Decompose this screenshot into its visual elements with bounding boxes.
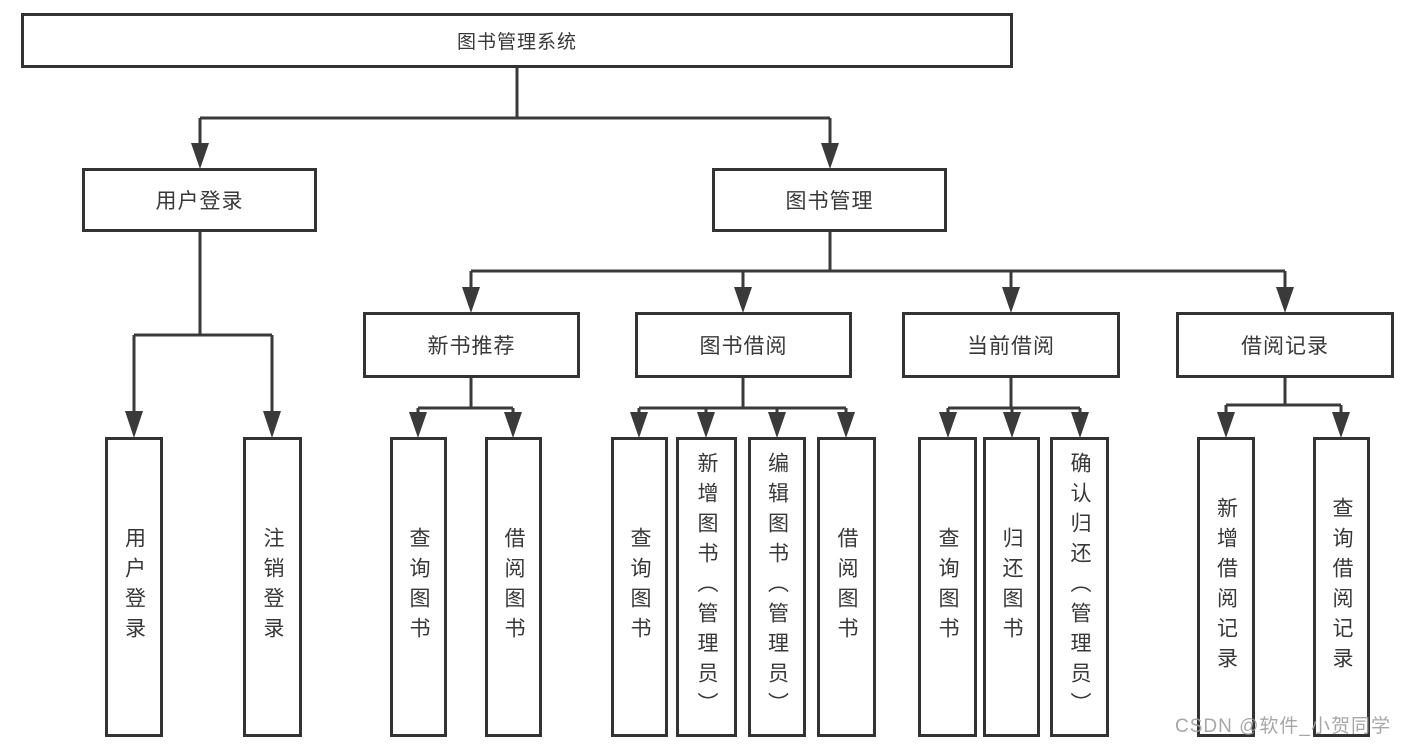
leaf-bb-query-books: 查询图书 bbox=[611, 437, 668, 737]
node-borrow-records: 借阅记录 bbox=[1176, 312, 1394, 378]
leaf-bb-borrow-books: 借阅图书 bbox=[817, 437, 876, 737]
leaf-bb-edit-books-admin: 编辑图书（管理员） bbox=[748, 437, 806, 737]
node-book-borrow: 图书借阅 bbox=[635, 312, 852, 378]
leaf-cb-query-books: 查询图书 bbox=[918, 437, 977, 737]
leaf-br-query-record: 查询借阅记录 bbox=[1313, 437, 1370, 737]
node-user-login: 用户登录 bbox=[82, 168, 317, 232]
csdn-watermark: CSDN @软件_小贺同学 bbox=[1175, 716, 1391, 737]
node-system-root: 图书管理系统 bbox=[21, 13, 1013, 68]
node-new-book-recommend: 新书推荐 bbox=[363, 312, 580, 378]
node-book-management: 图书管理 bbox=[712, 168, 947, 232]
leaf-nb-borrow-books: 借阅图书 bbox=[485, 437, 542, 737]
leaf-cb-confirm-return-admin: 确认归还（管理员） bbox=[1050, 437, 1109, 737]
leaf-cb-return-books: 归还图书 bbox=[983, 437, 1040, 737]
leaf-user-login: 用户登录 bbox=[105, 437, 163, 737]
leaf-bb-add-books-admin: 新增图书（管理员） bbox=[676, 437, 737, 737]
leaf-br-add-record: 新增借阅记录 bbox=[1197, 437, 1255, 737]
leaf-nb-query-books: 查询图书 bbox=[390, 437, 447, 737]
leaf-logout: 注销登录 bbox=[243, 437, 302, 737]
node-current-borrow: 当前借阅 bbox=[902, 312, 1120, 378]
